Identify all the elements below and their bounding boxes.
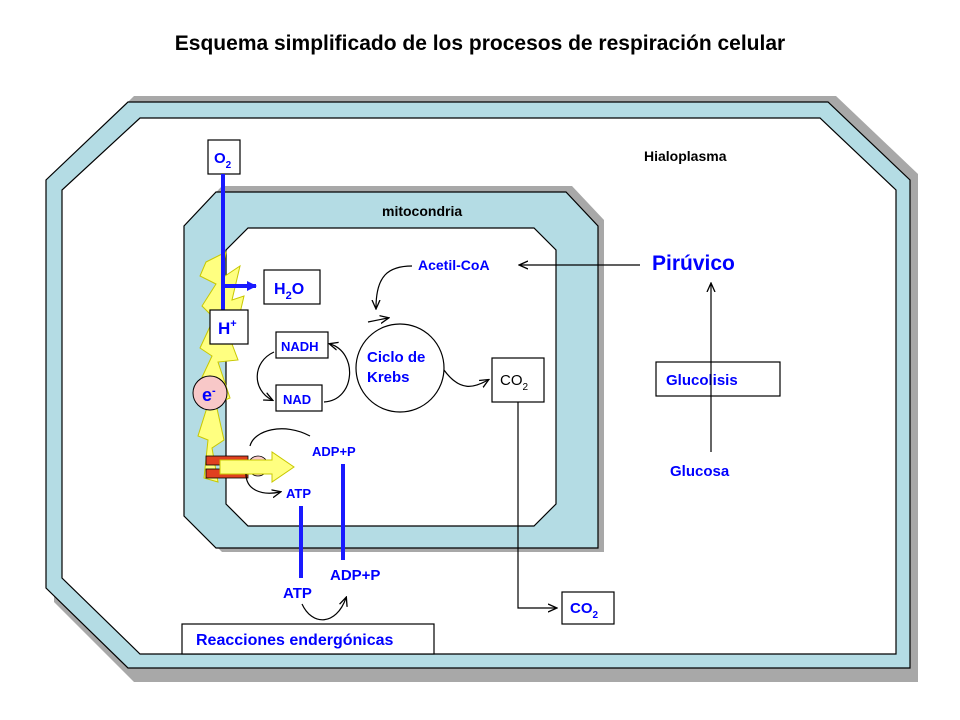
co2-out-path bbox=[517, 402, 556, 608]
krebs-label-line1: Ciclo de bbox=[367, 349, 425, 366]
glucosa-label: Glucosa bbox=[670, 463, 730, 480]
glucolisis-box bbox=[655, 361, 781, 397]
o2-label: O2 bbox=[214, 150, 232, 171]
co2-outer-label: CO2 bbox=[570, 600, 599, 621]
piruvico-label: Pirúvico bbox=[652, 252, 735, 275]
acetil-to-krebs-arrow bbox=[376, 265, 413, 308]
adp-to-atp-arc-bottom bbox=[245, 473, 280, 493]
nad-label: NAD bbox=[283, 392, 311, 407]
h-plus-label: H+ bbox=[218, 318, 237, 338]
nadh-box bbox=[275, 331, 329, 359]
nad-to-nadh-arc bbox=[323, 344, 351, 403]
reacciones-box bbox=[181, 623, 435, 655]
diagram-title: Esquema simplificado de los procesos de … bbox=[175, 32, 785, 55]
mitocondria-label: mitocondria bbox=[382, 203, 462, 219]
adp-p-inner-label: ADP+P bbox=[312, 444, 356, 459]
krebs-to-co2-arrow bbox=[443, 369, 488, 386]
reacciones-label: Reacciones endergónicas bbox=[196, 632, 394, 649]
electron-circle bbox=[192, 375, 228, 411]
co2-inner-label: CO2 bbox=[500, 372, 529, 393]
adp-p-outer-label: ADP+P bbox=[330, 567, 380, 584]
nad-box bbox=[275, 384, 323, 412]
atp-to-adp-arc bbox=[301, 598, 346, 621]
hialoplasma-label: Hialoplasma bbox=[644, 148, 727, 164]
adp-to-atp-arc-top bbox=[249, 428, 311, 447]
nadh-to-nad-arc bbox=[256, 351, 274, 400]
co2-outer-box bbox=[561, 591, 615, 625]
glucolisis-label: Glucolisis bbox=[666, 372, 738, 389]
krebs-entry-arrow bbox=[367, 318, 388, 322]
atp-inner-label: ATP bbox=[286, 486, 311, 501]
h-plus-box bbox=[209, 309, 249, 345]
proton-flow-arrow bbox=[219, 451, 295, 483]
atp-outer-label: ATP bbox=[283, 585, 312, 602]
h2o-label: H2O bbox=[274, 281, 304, 302]
krebs-label-line2: Krebs bbox=[367, 369, 410, 386]
acetil-coa-label: Acetil-CoA bbox=[418, 257, 490, 273]
electron-label: e- bbox=[202, 385, 216, 405]
nadh-label: NADH bbox=[281, 339, 319, 354]
krebs-cycle bbox=[355, 323, 445, 413]
h2o-box bbox=[263, 269, 321, 305]
